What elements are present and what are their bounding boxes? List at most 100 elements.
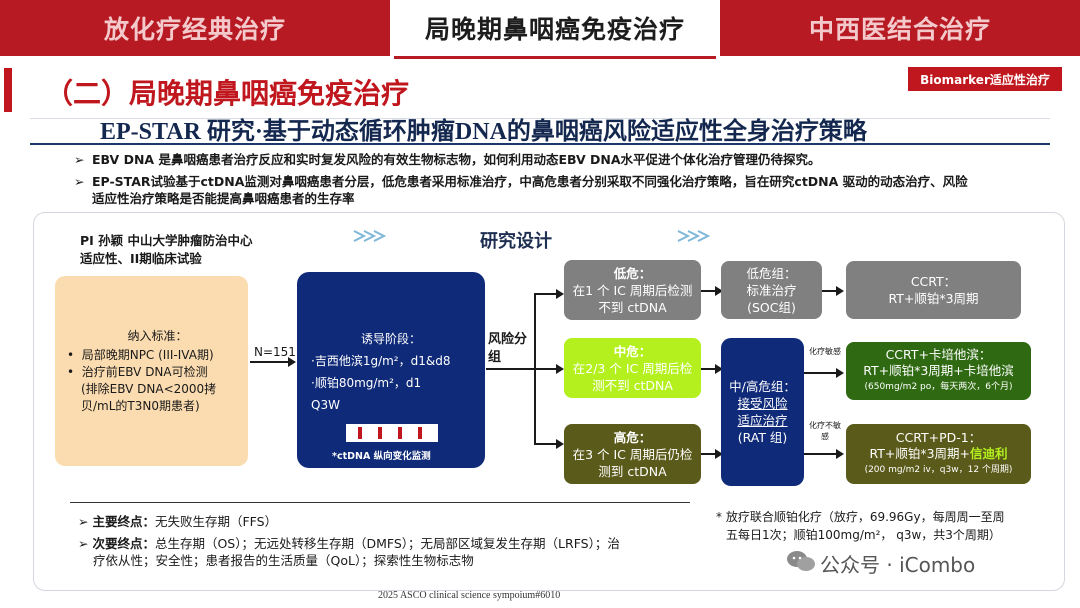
footnote-line-1: * 放疗联合顺铂化疗（放疗，69.96Gy，每周周一至周 xyxy=(716,510,1005,524)
tab-label: 局晚期鼻咽癌免疫治疗 xyxy=(424,15,685,44)
chevron-decor-icon xyxy=(353,230,387,242)
watermark-text: 公众号 · iCombo xyxy=(820,553,976,577)
pi-line: PI 孙颖 中山大学肿瘤防治中心 xyxy=(80,233,253,248)
section-title: （二）局晚期鼻咽癌免疫治疗 xyxy=(45,77,410,110)
risk-group-label: 风险分组 xyxy=(488,332,528,365)
arrow-head-icon xyxy=(556,364,564,374)
citation: 2025 ASCO clinical science sympoium#6010 xyxy=(378,590,561,601)
tab-tcm[interactable]: 中西医结合治疗 xyxy=(720,0,1080,56)
footnote-line-2: 五每日1次；顺铂100mg/m²， q3w，共3个周期） xyxy=(726,528,1001,542)
chemo-sensitive-label: 化疗敏感 xyxy=(809,347,841,356)
high-risk-title: 高危： xyxy=(613,429,652,445)
arm-capecitabine-title: CCRT+卡培他滨： xyxy=(885,347,992,362)
induction-gemcitabine: ·吉西他滨1g/m²，d1&d8 xyxy=(311,354,451,368)
trial-type: 适应性、II期临床试验 xyxy=(80,251,202,266)
inclusion-item-cont: (排除EBV DNA<2000拷 xyxy=(81,381,217,396)
inclusion-item: • 局部晚期NPC (III-IVA期) xyxy=(67,347,214,362)
arrow-head-icon xyxy=(715,364,723,374)
section-accent-bar xyxy=(4,68,12,112)
tab-radiochemo[interactable]: 放化疗经典治疗 xyxy=(0,0,390,56)
soc-group-sub: (SOC组) xyxy=(747,299,796,315)
arm-pd1-title: CCRT+PD-1： xyxy=(895,430,982,445)
induction-cisplatin: ·顺铂80mg/m²，d1 xyxy=(311,376,422,390)
high-risk-box: 高危： 在3 个 IC 周期后仍检测到 ctDNA xyxy=(564,424,701,484)
endpoint-divider xyxy=(70,502,690,503)
arm-pd1-box: CCRT+PD-1： RT+顺铂*3周期+信迪利 (200 mg/m2 iv，q… xyxy=(846,424,1031,484)
tab-immunotherapy[interactable]: 局晚期鼻咽癌免疫治疗 xyxy=(394,0,716,59)
induction-title: 诱导阶段： xyxy=(360,332,421,346)
arrow-head-icon xyxy=(556,439,564,449)
sample-size: N=151 xyxy=(254,345,296,359)
arrow-head-icon xyxy=(715,286,723,296)
inclusion-item: • 治疗前EBV DNA可检测 xyxy=(67,364,208,379)
secondary-endpoint-label: 次要终点： xyxy=(92,536,155,551)
mid-risk-box: 中危： 在2/3 个 IC 周期后检测不到 ctDNA xyxy=(564,338,701,398)
primary-endpoint: ➢ 主要终点：无失败生存期（FFS） xyxy=(78,514,278,529)
arrow-bullet-icon: ➢ xyxy=(74,174,85,189)
biomarker-badge: Biomarker适应性治疗 xyxy=(908,67,1062,91)
arrow-line xyxy=(804,453,836,455)
soc-group-text: 标准治疗 xyxy=(746,282,797,298)
arrow-head-icon xyxy=(836,368,844,378)
primary-endpoint-text: 无失败生存期（FFS） xyxy=(154,514,278,529)
inclusion-item-cont: 贝/mL的T3N0期患者) xyxy=(81,398,200,413)
arrow-line xyxy=(534,293,556,295)
ctdna-monitor-label: *ctDNA 纵向变化监测 xyxy=(332,451,431,462)
bullet-text: EP-STAR试验基于ctDNA监测对鼻咽癌患者分层，低危患者采用标准治疗，中高… xyxy=(92,174,968,189)
mid-risk-title: 中危： xyxy=(613,343,652,359)
arm-ccrt-text: RT+顺铂*3周期 xyxy=(888,291,979,306)
arm-pd1-dose: (200 mg/m2 iv，q3w，12 个周期) xyxy=(864,465,1013,475)
arrow-line xyxy=(804,372,836,374)
soc-group-box: 低危组： 标准治疗 (SOC组) xyxy=(721,261,822,319)
rat-group-title: 中/高危组： xyxy=(729,379,796,394)
low-risk-box: 低危： 在1 个 IC 周期后检测不到 ctDNA xyxy=(564,260,701,320)
arrow-line xyxy=(250,361,288,363)
low-risk-text: 在1 个 IC 周期后检测不到 ctDNA xyxy=(572,282,693,315)
primary-endpoint-label: 主要终点： xyxy=(92,514,155,529)
arm-ccrt-title: CCRT： xyxy=(910,274,957,289)
arrow-line xyxy=(534,443,556,445)
design-title: 研究设计 xyxy=(480,231,552,252)
sintilimab-highlight: 信迪利 xyxy=(970,446,1008,461)
rat-group-text: 接受风险 xyxy=(737,396,788,411)
bullet-1: ➢EBV DNA 是鼻咽癌患者治疗反应和实时复发风险的有效生物标志物，如何利用动… xyxy=(74,151,821,168)
arrow-line xyxy=(486,368,534,370)
secondary-endpoint: ➢ 次要终点：总生存期（OS）；无远处转移生存期（DMFS）；无局部区域复发生存… xyxy=(78,536,620,551)
arrow-line xyxy=(534,368,556,370)
arrow-bullet-icon: ➢ xyxy=(74,152,85,167)
secondary-endpoint-text: 总生存期（OS）；无远处转移生存期（DMFS）；无局部区域复发生存期（LRFS）… xyxy=(154,536,620,551)
inclusion-item-text: 局部晚期NPC (III-IVA期) xyxy=(81,347,214,362)
tab-label: 放化疗经典治疗 xyxy=(103,15,286,44)
inclusion-title: 纳入标准： xyxy=(127,328,188,343)
bullet-2: ➢ EP-STAR试验基于ctDNA监测对鼻咽癌患者分层，低危患者采用标准治疗，中… xyxy=(74,173,968,190)
chemo-insensitive-label: 化疗不敏感 xyxy=(809,421,841,441)
rat-group-text: 适应治疗 xyxy=(737,413,788,428)
blood-tubes-icon xyxy=(346,424,438,442)
inclusion-criteria-box: 纳入标准： • 局部晚期NPC (III-IVA期) • 治疗前EBV DNA可… xyxy=(55,276,248,466)
induction-schedule: Q3W xyxy=(311,398,340,412)
arrow-line xyxy=(701,368,715,370)
rat-group-sub: (RAT 组) xyxy=(737,430,788,445)
arrow-head-icon xyxy=(836,449,844,459)
bullet-text: 适应性治疗策略是否能提高鼻咽癌患者的生存率 xyxy=(92,191,355,206)
tab-label: 中西医结合治疗 xyxy=(808,15,991,44)
induction-box: 诱导阶段： ·吉西他滨1g/m²，d1&d8 ·顺铂80mg/m²，d1 Q3W xyxy=(297,272,485,468)
mid-risk-text: 在2/3 个 IC 周期后检测不到 ctDNA xyxy=(572,360,693,393)
arm-pd1-text: RT+顺铂*3周期+信迪利 xyxy=(869,446,1007,462)
title-divider-top xyxy=(30,118,1050,119)
arrow-line xyxy=(822,290,836,292)
arm-capecitabine-dose: (650mg/m2 po，每天两次，6个月) xyxy=(864,382,1013,392)
arm-capecitabine-text: RT+顺铂*3周期+卡培他滨 xyxy=(863,363,1014,378)
arm-pd1-text-main: RT+顺铂*3周期+ xyxy=(869,446,971,461)
inclusion-item-text: 治疗前EBV DNA可检测 xyxy=(81,364,208,379)
high-risk-text: 在3 个 IC 周期后仍检测到 ctDNA xyxy=(572,446,693,479)
wechat-icon xyxy=(787,551,815,571)
title-divider xyxy=(30,143,1050,145)
low-risk-title: 低危： xyxy=(613,265,652,281)
slide-title: EP-STAR 研究·基于动态循环肿瘤DNA的鼻咽癌风险适应性全身治疗策略 xyxy=(100,119,867,145)
arm-ccrt-box: CCRT： RT+顺铂*3周期 xyxy=(846,261,1021,319)
rat-group-box: 中/高危组： 接受风险 适应治疗 (RAT 组) xyxy=(721,338,804,486)
arm-capecitabine-box: CCRT+卡培他滨： RT+顺铂*3周期+卡培他滨 (650mg/m2 po，每… xyxy=(846,342,1031,400)
arrow-head-icon xyxy=(836,286,844,296)
arrow-head-icon xyxy=(715,449,723,459)
